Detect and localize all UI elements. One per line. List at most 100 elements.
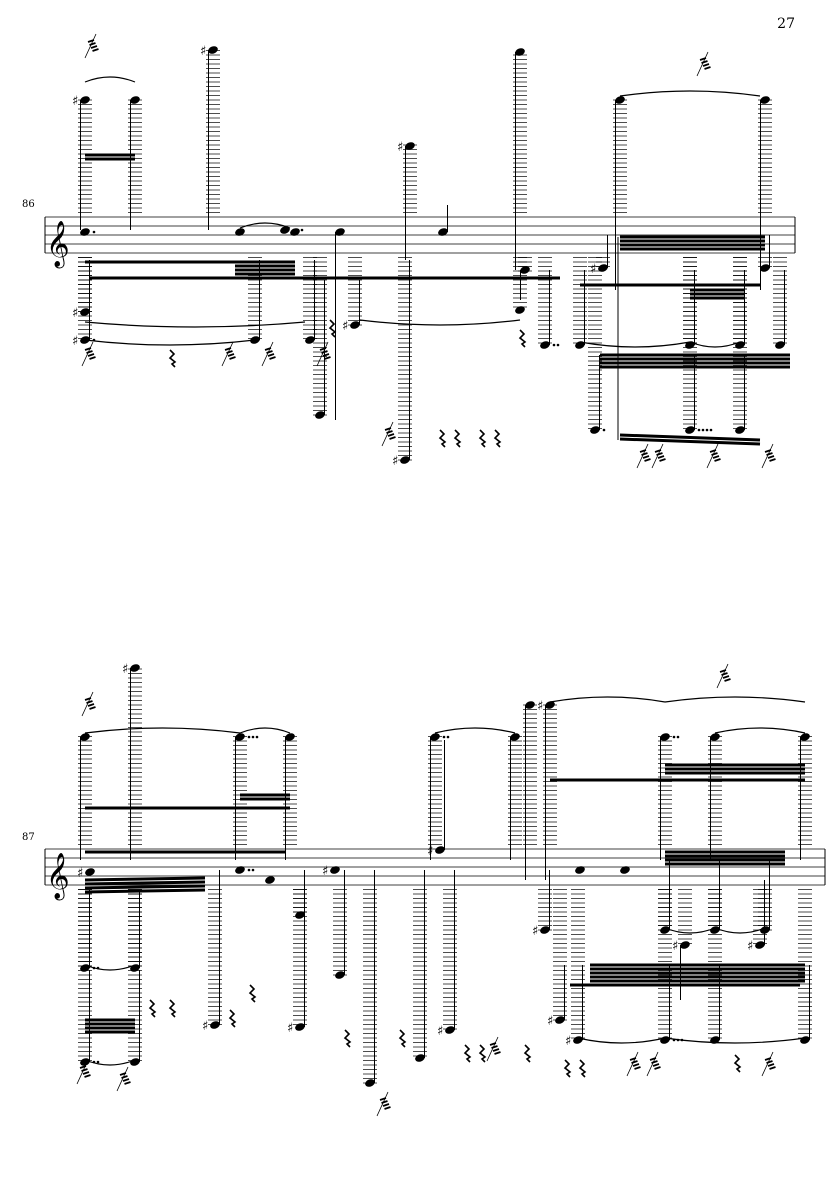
- tremolo-mark: [324, 356, 331, 360]
- notehead: [130, 96, 140, 104]
- rest-icon: [578, 1059, 587, 1078]
- rest-icon: [493, 429, 502, 448]
- tremolo-mark: [714, 458, 721, 462]
- tremolo-mark: [321, 350, 328, 354]
- sharp-icon: ♯: [202, 1019, 208, 1034]
- notehead: [590, 426, 600, 434]
- tremolo-mark: [654, 1066, 661, 1070]
- notehead: [545, 701, 555, 709]
- tremolo-mark: [229, 356, 236, 360]
- tie: [84, 1059, 136, 1066]
- notehead: [208, 46, 218, 54]
- tremolo-mark: [266, 350, 273, 354]
- tremolo-mark: [656, 452, 663, 456]
- tremolo-mark: [702, 63, 710, 67]
- notehead: [540, 341, 550, 349]
- dot: [556, 343, 560, 347]
- notehead: [265, 876, 275, 884]
- dot: [96, 1060, 100, 1064]
- stem: [81, 341, 94, 367]
- tie: [239, 222, 291, 229]
- rest-icon: [398, 1029, 407, 1048]
- tremolo-mark: [766, 452, 773, 456]
- tremolo-mark: [657, 455, 665, 459]
- beam: [84, 888, 206, 894]
- notehead: [598, 264, 608, 272]
- tremolo-mark: [634, 1066, 641, 1070]
- treble-clef-icon: 𝄞: [46, 221, 70, 269]
- measure-number-86: 86: [22, 199, 35, 210]
- stem: [636, 443, 649, 469]
- tremolo-mark: [722, 675, 730, 679]
- measure-number-87: 87: [22, 832, 35, 843]
- rest-icon: [438, 429, 447, 448]
- tremolo-mark: [494, 1051, 501, 1055]
- notehead: [280, 226, 290, 234]
- sharp-icon: ♯: [392, 454, 398, 469]
- treble-clef-icon: 𝄞: [46, 853, 70, 901]
- tie: [579, 341, 691, 348]
- dot: [247, 868, 251, 872]
- stem: [651, 443, 664, 469]
- notehead: [400, 456, 410, 464]
- tremolo-mark: [724, 678, 731, 682]
- stem: [626, 1051, 639, 1077]
- notehead: [210, 1021, 220, 1029]
- notehead: [130, 1058, 140, 1066]
- notehead: [80, 308, 90, 316]
- notehead: [575, 341, 585, 349]
- tremolo-mark: [644, 458, 651, 462]
- tie: [434, 727, 516, 734]
- rest-icon: [563, 1059, 572, 1078]
- tie: [664, 1037, 806, 1044]
- rest-icon: [343, 1029, 352, 1048]
- notehead: [415, 1054, 425, 1062]
- tremolo-mark: [632, 1063, 640, 1067]
- rest-icon: [523, 1044, 532, 1063]
- tremolo-mark: [651, 1060, 658, 1064]
- notehead: [290, 228, 300, 236]
- tie: [84, 964, 136, 971]
- notehead: [365, 1079, 375, 1087]
- dot: [701, 428, 705, 432]
- tremolo-mark: [86, 350, 93, 354]
- sharp-icon: ♯: [72, 94, 78, 109]
- rest-icon: [478, 429, 487, 448]
- notehead: [620, 866, 630, 874]
- tremolo-mark: [81, 1068, 88, 1072]
- tremolo-mark: [322, 353, 330, 357]
- rest-icon: [248, 984, 257, 1003]
- notehead: [335, 971, 345, 979]
- tremolo-mark: [492, 1048, 500, 1052]
- notehead: [235, 228, 245, 236]
- dot: [676, 735, 680, 739]
- notehead: [305, 336, 315, 344]
- notehead: [520, 266, 530, 274]
- tremolo-mark: [92, 48, 99, 52]
- tie: [714, 727, 806, 734]
- tremolo-mark: [90, 45, 98, 49]
- stem: [761, 1051, 774, 1077]
- tie: [239, 727, 291, 734]
- stem: [646, 1051, 659, 1077]
- stem: [84, 33, 97, 59]
- notehead: [285, 733, 295, 741]
- dot: [672, 735, 676, 739]
- tie: [689, 341, 741, 348]
- dot: [255, 735, 259, 739]
- notehead: [710, 733, 720, 741]
- stem: [81, 691, 94, 717]
- notehead: [760, 264, 770, 272]
- stem: [221, 341, 234, 367]
- tremolo-mark: [711, 452, 718, 456]
- notehead: [335, 228, 345, 236]
- notehead: [540, 926, 550, 934]
- rest-icon: [453, 429, 462, 448]
- tremolo-mark: [766, 1060, 773, 1064]
- tremolo-mark: [227, 353, 235, 357]
- tremolo-mark: [701, 60, 708, 64]
- dot: [446, 735, 450, 739]
- dot: [442, 735, 446, 739]
- dot: [709, 428, 713, 432]
